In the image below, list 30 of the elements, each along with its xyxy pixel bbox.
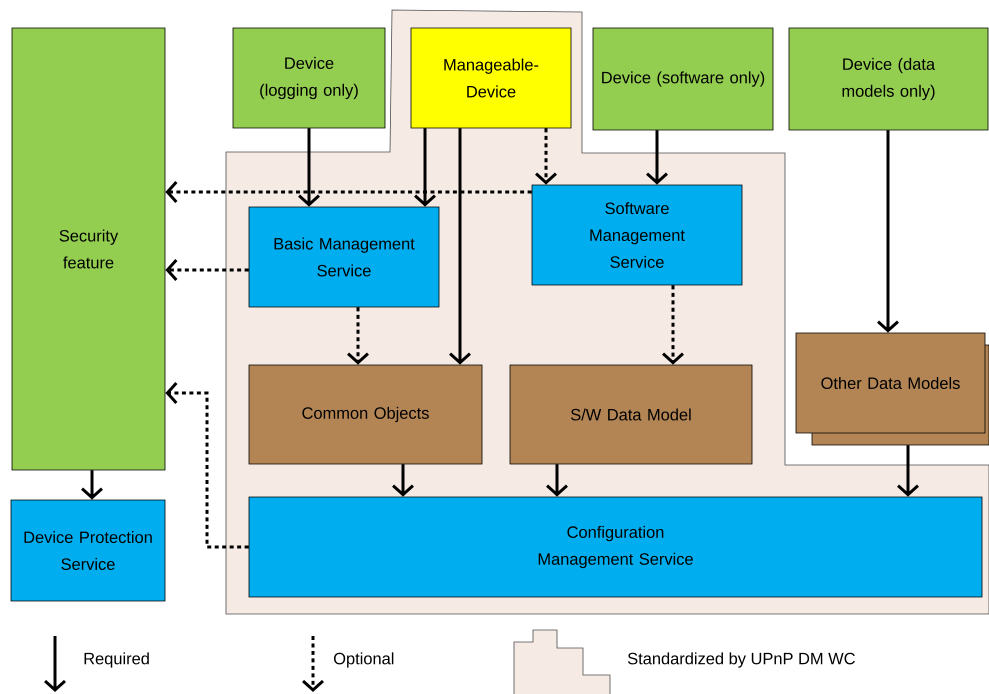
arrow [392, 464, 414, 497]
arrow [535, 128, 557, 185]
arrow [347, 307, 369, 365]
service-box: Basic Management Service [248, 206, 440, 308]
service-box: Software Management Service [532, 184, 742, 286]
device-box: Device (data models only) [788, 28, 988, 130]
device-box: Security feature [12, 28, 166, 470]
arrow [897, 445, 919, 497]
arrow [414, 128, 436, 207]
data-model-box: Other Data Models [796, 332, 989, 446]
legend-label: Optional [334, 652, 394, 668]
arrow [165, 259, 249, 281]
arrow [165, 382, 249, 548]
arrow [298, 128, 320, 207]
device-box: Device (logging only) [232, 28, 386, 128]
device-box: Device (software only) [592, 28, 774, 130]
arrow [646, 130, 668, 185]
arrow [877, 130, 899, 333]
legend-label: Standardized by UPnP DM WC [628, 652, 855, 668]
data-model-box: Common Objects [248, 364, 482, 464]
service-box: Device Protection Service [10, 500, 166, 602]
legend-label: Required [84, 652, 149, 668]
data-model-box: S/W Data Model [510, 364, 752, 464]
arrow [165, 181, 532, 203]
service-box: Configuration Management Service [248, 496, 982, 598]
device-box: Manageable-Device [410, 28, 572, 128]
arrow [546, 464, 568, 497]
arrow [662, 285, 684, 365]
arrow [449, 128, 471, 365]
arrow [81, 470, 103, 500]
